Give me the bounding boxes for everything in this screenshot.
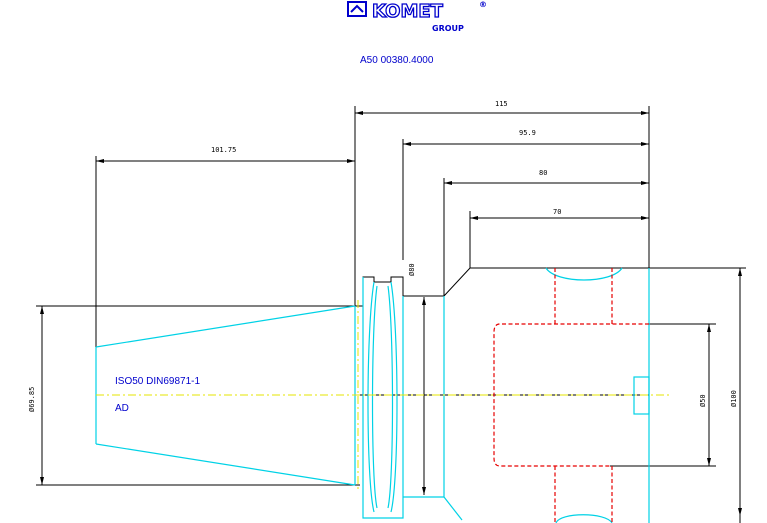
dim-dia-taper: Ø69.85 xyxy=(28,305,360,486)
form-label: AD xyxy=(115,403,129,414)
dim-dia-taper-label: Ø69.85 xyxy=(28,387,36,412)
part-number: A50 00380.4000 xyxy=(360,55,434,66)
dim-dia-bore: Ø50 xyxy=(610,323,716,467)
logo-brand-text: KOMET xyxy=(372,1,444,22)
body-contour xyxy=(545,267,650,523)
taper-label: ISO50 DIN69871-1 xyxy=(115,376,200,387)
bore-hidden-lines xyxy=(493,268,649,523)
dim-total-length-label: 115 xyxy=(495,100,508,108)
dim-dia-bore-label: Ø50 xyxy=(699,394,707,407)
dim-length-95-9-label: 95.9 xyxy=(519,129,536,137)
dim-dia-flange-label: Ø80 xyxy=(408,263,416,276)
komet-logo: KOMET ® GROUP xyxy=(347,0,487,33)
dim-length-80: 80 xyxy=(443,169,649,296)
dim-length-95-9: 95.9 xyxy=(402,129,649,260)
dim-length-101-75: 101.75 xyxy=(95,146,356,347)
dim-dia-body-label: Ø100 xyxy=(730,390,738,407)
dim-dia-flange: Ø80 xyxy=(408,263,426,495)
dim-length-70: 70 xyxy=(469,208,649,268)
dim-length-80-label: 80 xyxy=(539,169,547,177)
dim-length-70-label: 70 xyxy=(553,208,561,216)
body-outline xyxy=(354,267,650,396)
logo-registered-mark: ® xyxy=(479,0,487,9)
logo-group-text: GROUP xyxy=(432,24,464,33)
dim-length-101-75-label: 101.75 xyxy=(211,146,236,154)
dim-dia-body: Ø100 xyxy=(649,267,746,523)
logo-mark-icon xyxy=(347,1,367,17)
flange-contour xyxy=(362,277,463,521)
